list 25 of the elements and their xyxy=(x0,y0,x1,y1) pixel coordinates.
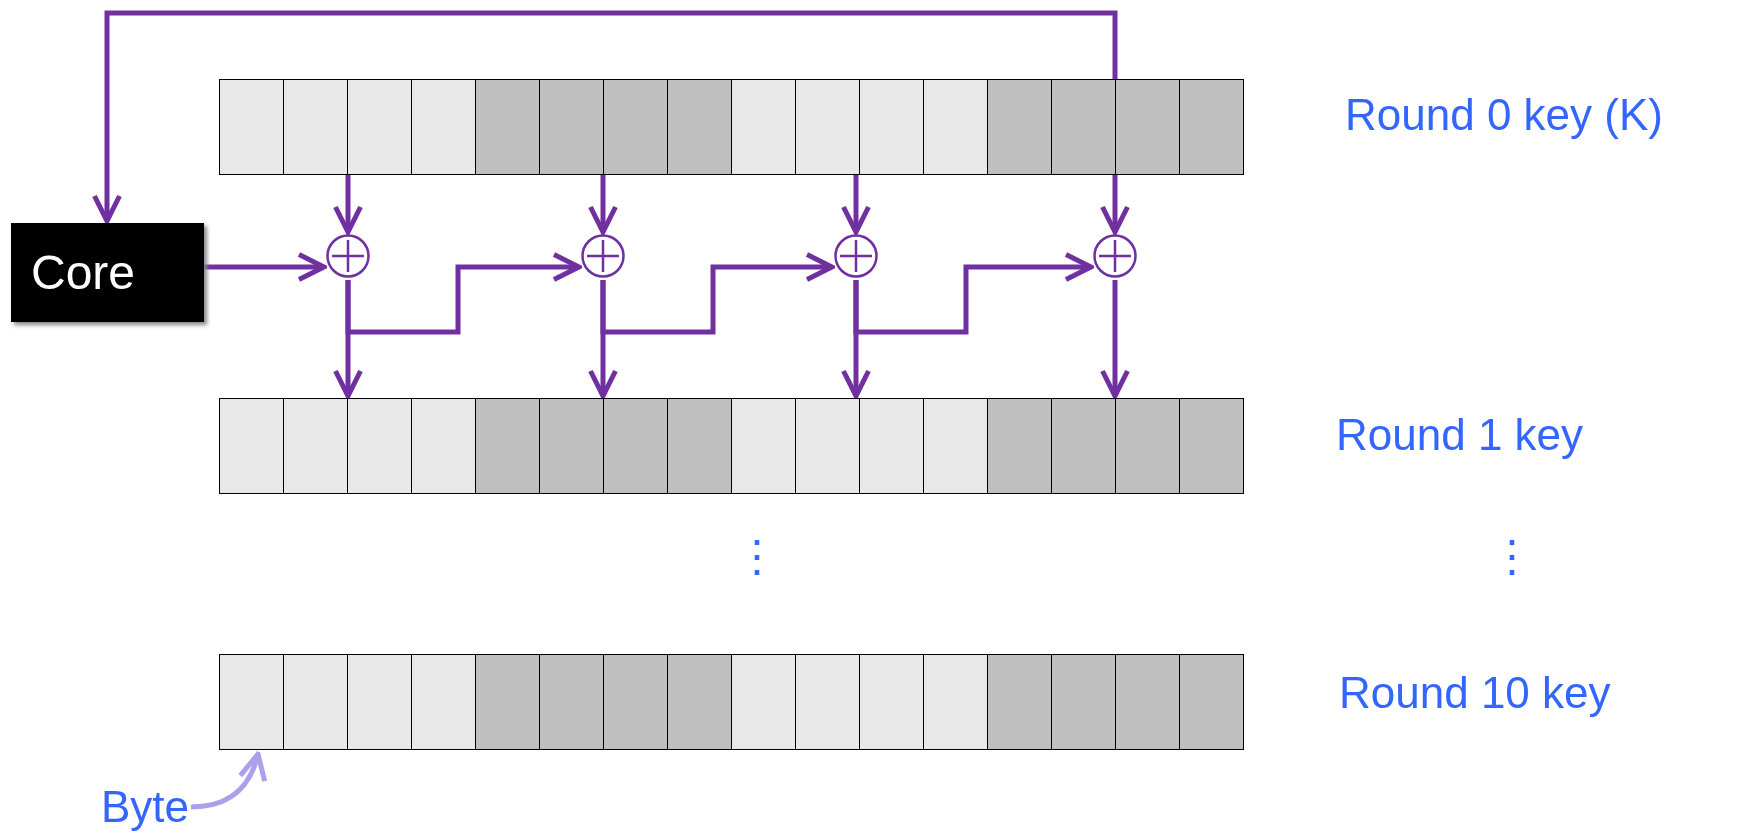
byte-label: Byte xyxy=(101,782,190,832)
round-key-label: Round 10 key xyxy=(1339,668,1611,718)
round-key-label: Round 1 key xyxy=(1336,410,1584,460)
xor-symbol xyxy=(326,234,370,278)
xor-symbol xyxy=(834,234,878,278)
arrow xyxy=(333,175,363,235)
arrow xyxy=(600,252,835,335)
core-box: Core xyxy=(11,223,204,322)
ellipsis-dots: ⋮ xyxy=(735,530,779,581)
arrow xyxy=(1100,175,1130,235)
arrow xyxy=(841,175,871,235)
key-bytes-drawing xyxy=(219,654,1244,750)
arrow xyxy=(345,252,582,335)
xor-symbol xyxy=(581,234,625,278)
arrow xyxy=(1100,280,1130,399)
arrow xyxy=(853,252,1094,335)
leader-line xyxy=(190,751,266,810)
round-key-label: Round 0 key (K) xyxy=(1345,90,1663,140)
key-bytes-drawing xyxy=(219,398,1244,494)
xor-symbol xyxy=(1093,234,1137,278)
arrow xyxy=(92,10,1118,224)
key-bytes-drawing xyxy=(219,79,1244,175)
arrow xyxy=(204,252,327,282)
ellipsis-dots: ⋮ xyxy=(1490,530,1534,581)
arrow xyxy=(588,175,618,235)
